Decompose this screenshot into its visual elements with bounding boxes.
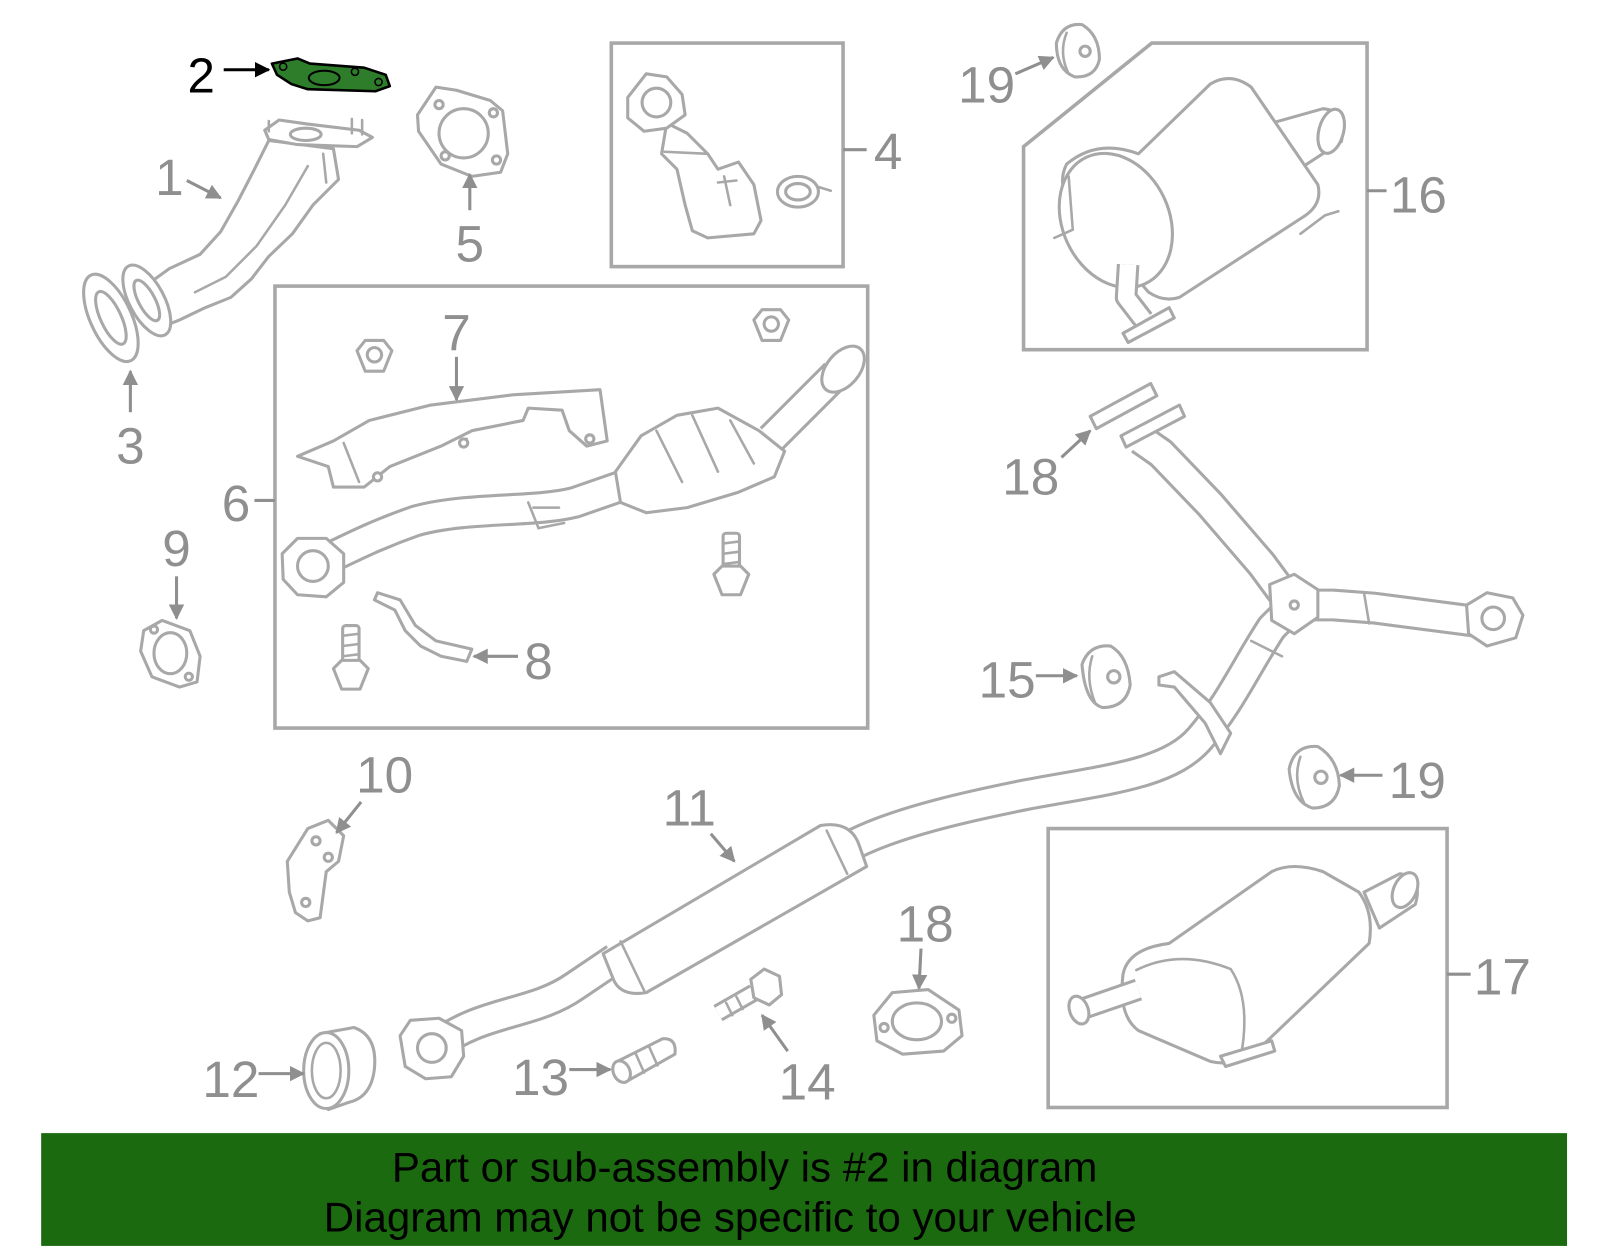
callout-label: 2 xyxy=(187,48,214,103)
callout-6: 6 xyxy=(222,475,275,532)
callout-label: 4 xyxy=(874,123,903,180)
callout-12: 12 xyxy=(202,1051,306,1108)
part-4-converter-assembly xyxy=(626,72,833,240)
part-19-rubber-hanger-upper xyxy=(1054,22,1101,79)
banner-line-1: Part or sub-assembly is #2 in diagram xyxy=(392,1143,1097,1190)
part-18-gasket-upper xyxy=(1088,381,1159,431)
callout-17: 17 xyxy=(1447,949,1531,1006)
part-13-sleeve xyxy=(611,1037,677,1084)
callout-9: 9 xyxy=(162,520,191,620)
banner-line-2: Diagram may not be specific to your vehi… xyxy=(324,1194,1137,1241)
part-15-rubber-hanger xyxy=(1080,644,1132,710)
bolt-left xyxy=(331,623,370,691)
part-3-gasket xyxy=(82,272,140,364)
info-banner: Part or sub-assembly is #2 in diagram Di… xyxy=(41,1133,1568,1246)
callout-18-lower: 18 xyxy=(897,895,954,991)
part-2-gasket-highlighted xyxy=(270,57,392,93)
part-7-heat-shield xyxy=(295,388,609,489)
part-16-muffler xyxy=(1053,77,1346,345)
callout-label: 18 xyxy=(897,895,954,952)
callout-13: 13 xyxy=(512,1049,612,1106)
frame-16 xyxy=(1021,41,1369,352)
part-6-center-pipe xyxy=(280,344,866,599)
callout-label: 15 xyxy=(979,651,1036,708)
callout-1: 1 xyxy=(155,149,222,206)
callout-label: 17 xyxy=(1474,949,1531,1006)
callout-10: 10 xyxy=(335,747,413,834)
bolt-right xyxy=(712,531,751,597)
callout-18-upper: 18 xyxy=(1002,429,1092,505)
callout-label: 11 xyxy=(663,779,716,836)
callout-label: 13 xyxy=(512,1049,569,1106)
part-14-bolt xyxy=(713,967,784,1022)
callout-14: 14 xyxy=(760,1013,836,1110)
callout-label: 5 xyxy=(456,215,485,272)
leader-arrow xyxy=(709,832,736,863)
part-1-front-pipe xyxy=(121,117,374,338)
callout-19-upper: 19 xyxy=(958,55,1055,114)
frame-17 xyxy=(1046,826,1449,1110)
callout-label: 19 xyxy=(1389,752,1446,809)
frame-4 xyxy=(609,41,845,269)
callout-19-lower: 19 xyxy=(1338,752,1446,809)
part-5-gasket xyxy=(415,85,510,178)
nut-right xyxy=(752,308,791,342)
callout-2: 2 xyxy=(187,48,271,103)
part-8-bracket xyxy=(372,591,474,663)
part-12-ring xyxy=(302,1025,377,1112)
callout-4: 4 xyxy=(843,123,902,180)
leader-arrow xyxy=(760,1013,789,1052)
callout-15: 15 xyxy=(979,651,1079,708)
callout-11: 11 xyxy=(663,779,736,863)
part-9-gasket xyxy=(139,618,202,689)
callout-5: 5 xyxy=(456,172,485,272)
callout-label: 7 xyxy=(442,305,471,362)
part-19-rubber-hanger-lower xyxy=(1287,744,1341,810)
frame-6 xyxy=(273,284,870,730)
part-10-bracket xyxy=(285,818,346,923)
part-11-rear-pipe xyxy=(398,403,1525,1081)
leader-arrow xyxy=(1014,55,1055,76)
leader-arrow xyxy=(186,179,222,200)
callout-label: 12 xyxy=(202,1051,259,1108)
callout-3: 3 xyxy=(116,369,145,475)
callout-8: 8 xyxy=(472,633,553,690)
callout-label: 9 xyxy=(162,520,191,577)
nut-left xyxy=(355,338,394,373)
part-18-gasket-lower xyxy=(872,988,964,1056)
callout-label: 3 xyxy=(116,418,145,475)
callout-label: 1 xyxy=(155,149,184,206)
banner-background xyxy=(41,1133,1568,1246)
callout-label: 14 xyxy=(779,1053,836,1110)
callout-label: 10 xyxy=(356,747,413,804)
callout-label: 6 xyxy=(222,475,251,532)
callout-7: 7 xyxy=(442,305,471,402)
callout-16: 16 xyxy=(1367,166,1447,223)
leader-arrow xyxy=(1060,429,1092,459)
callout-label: 8 xyxy=(524,633,553,690)
part-17-muffler xyxy=(1067,864,1420,1069)
callout-label: 19 xyxy=(958,57,1015,114)
leader-arrow xyxy=(911,948,928,991)
leader-arrow xyxy=(335,800,363,834)
callout-label: 16 xyxy=(1390,166,1447,223)
callout-label: 18 xyxy=(1002,448,1059,505)
